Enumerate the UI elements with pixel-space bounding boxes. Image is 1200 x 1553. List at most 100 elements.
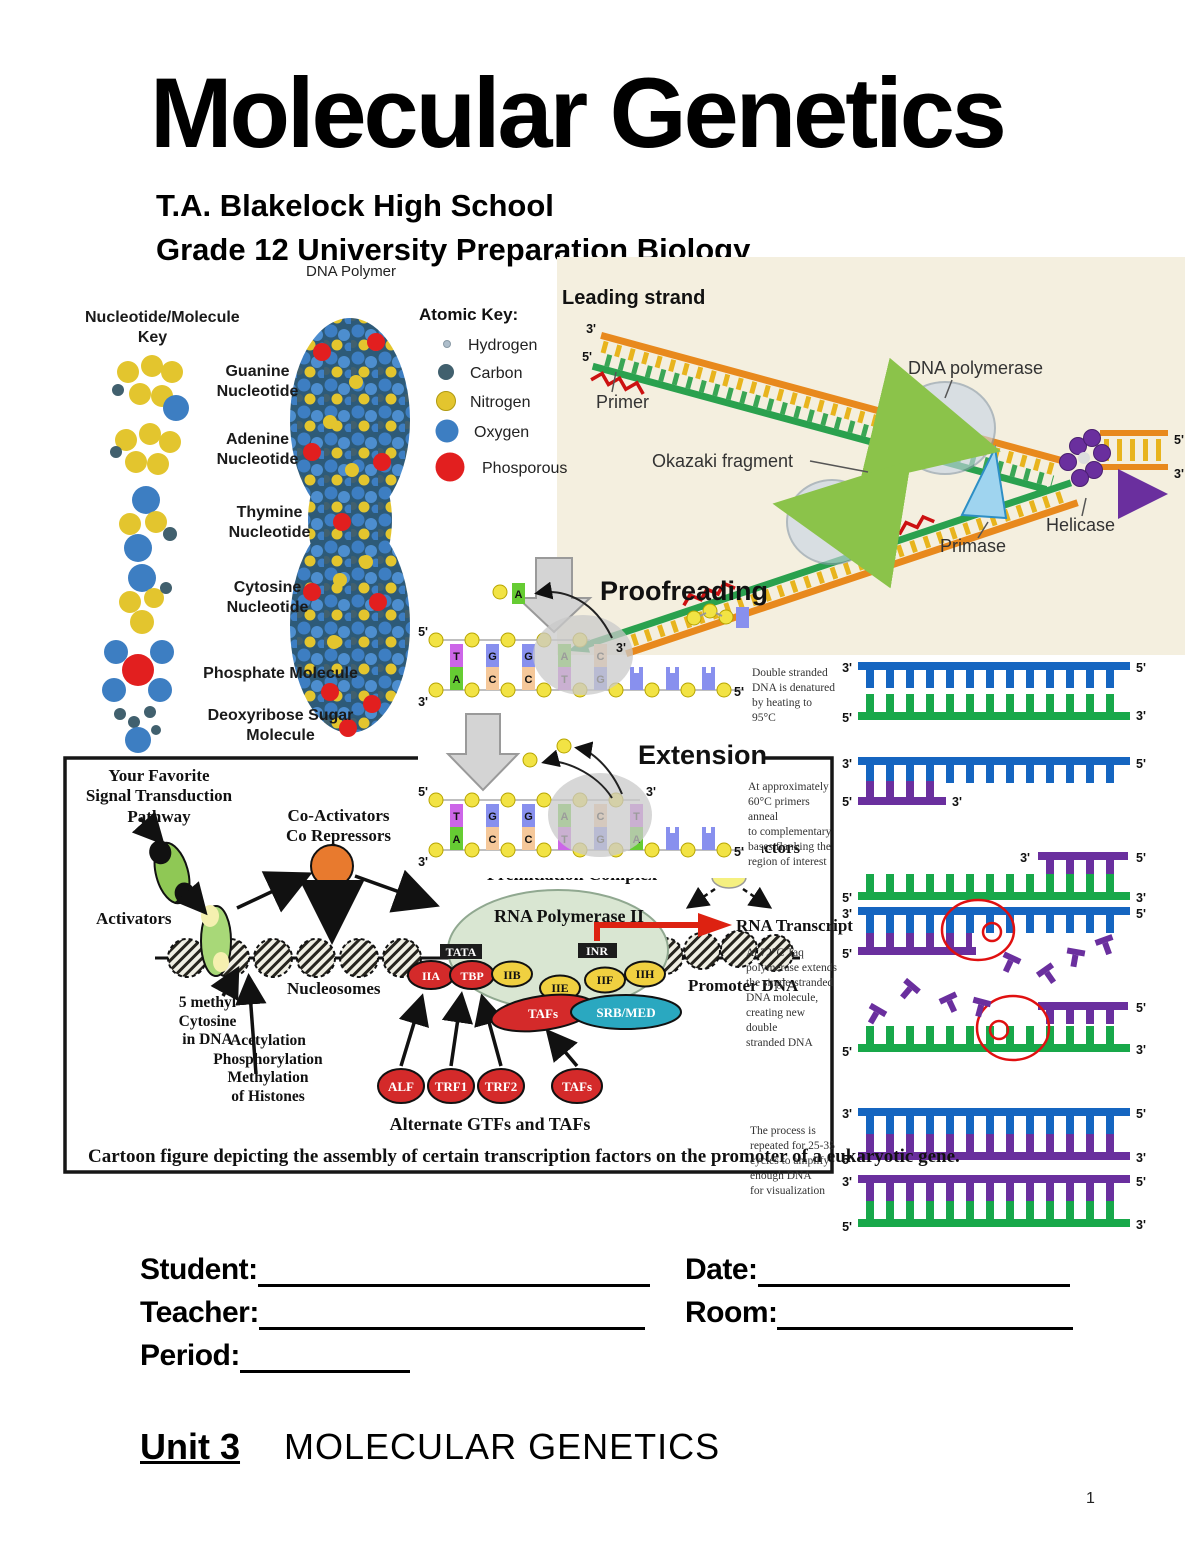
leading-strand-label: Leading strand bbox=[562, 287, 705, 309]
histone-mods-label: Acetylation Phosphorylation Methylation … bbox=[213, 1032, 323, 1105]
figure-caption: Cartoon figure depicting the assembly of… bbox=[88, 1146, 960, 1167]
trf1-label: TRF1 bbox=[435, 1079, 468, 1094]
inr-box bbox=[578, 943, 617, 958]
date-blank-line[interactable] bbox=[757, 1252, 1070, 1287]
thymine-label: Thymine Nucleotide bbox=[228, 504, 311, 541]
guanine-label: Guanine Nucleotide bbox=[216, 363, 299, 400]
pcr-step1-text: Double stranded DNA is denatured by heat… bbox=[752, 667, 836, 724]
parental-duplex bbox=[1100, 430, 1168, 470]
svg-text:A: A bbox=[453, 834, 461, 846]
iie-label: IIE bbox=[551, 981, 568, 995]
dna-polymer-label: DNA Polymer bbox=[306, 263, 396, 280]
hydrogen-icon bbox=[443, 340, 451, 348]
inr-label: INR bbox=[586, 944, 608, 958]
helicase-protein bbox=[1059, 429, 1111, 487]
svg-text:5': 5' bbox=[842, 947, 852, 961]
deoxyribose-label: Deoxyribose Sugar Molecule bbox=[207, 707, 354, 744]
helicase-label: Helicase bbox=[1046, 515, 1115, 535]
svg-text:3': 3' bbox=[842, 757, 852, 771]
trf2-circle bbox=[477, 1068, 525, 1104]
dna-polymer-model: DNA Polymer bbox=[290, 263, 410, 737]
svg-text:G: G bbox=[488, 811, 497, 823]
guanine-icon bbox=[112, 355, 189, 421]
pcr-step3-text: At 72°C Taq polymerase extends the singl… bbox=[746, 947, 838, 1049]
tata-label: TATA bbox=[446, 945, 477, 959]
date-label: Date: bbox=[685, 1253, 758, 1286]
phosphate-label: Phosphate Molecule bbox=[203, 665, 358, 682]
extension-title: Extension bbox=[638, 740, 767, 770]
svg-text:3': 3' bbox=[842, 661, 852, 675]
primer-label: Primer bbox=[596, 392, 649, 412]
pr-5prime-tl: 5' bbox=[418, 625, 428, 639]
svg-text:5': 5' bbox=[842, 1220, 852, 1234]
svg-text:A: A bbox=[453, 674, 461, 686]
free-nucleotides bbox=[867, 934, 1114, 1025]
tafs-circle bbox=[551, 1068, 603, 1104]
transcription-figure: Activators Nucleosomes Preinitiation Com… bbox=[63, 756, 853, 1174]
tbp-label: TBP bbox=[460, 969, 483, 983]
svg-text:C: C bbox=[489, 834, 497, 846]
transcription-arrows bbox=[131, 811, 773, 1075]
iia-label: IIA bbox=[422, 969, 440, 983]
teacher-field: Teacher: bbox=[140, 1295, 645, 1330]
polymerase-blob bbox=[533, 615, 633, 695]
methyl-cytosine-label: 5 methyl Cytosine in DNA bbox=[178, 994, 237, 1049]
primase-label: Primase bbox=[940, 536, 1006, 556]
svg-text:5': 5' bbox=[1136, 757, 1146, 771]
factor-iib bbox=[491, 960, 533, 988]
srb-med-label: SRB/MED bbox=[596, 1005, 655, 1020]
svg-text:3': 3' bbox=[842, 1107, 852, 1121]
svg-text:C: C bbox=[489, 674, 497, 686]
leading-5prime: 5' bbox=[582, 350, 592, 364]
svg-text:T: T bbox=[453, 651, 460, 663]
primer-zigzag bbox=[590, 371, 645, 395]
down-arrow-icon bbox=[515, 557, 593, 634]
proofreading-figure: Proofreading TA GC GC AT bbox=[418, 557, 768, 709]
atomic-key: Atomic Key: Hydrogen Carbon Nitrogen Oxy… bbox=[419, 305, 567, 482]
ext-3prime-bl: 3' bbox=[418, 855, 428, 869]
svg-text:3': 3' bbox=[1136, 1043, 1146, 1057]
period-blank-line[interactable] bbox=[239, 1338, 410, 1373]
pcr-step2-text: At approximately 60°C primers anneal to … bbox=[748, 781, 832, 868]
molecule-key-icons bbox=[102, 355, 189, 753]
adenine-icon bbox=[110, 423, 181, 475]
svg-text:5': 5' bbox=[842, 711, 852, 725]
polymerase-blob bbox=[548, 773, 652, 857]
svg-text:3': 3' bbox=[1136, 891, 1146, 905]
teacher-blank-line[interactable] bbox=[258, 1295, 645, 1330]
svg-text:5': 5' bbox=[842, 795, 852, 809]
ext-5prime-br: 5' bbox=[734, 845, 744, 859]
escaped-base-letter: A bbox=[515, 589, 523, 601]
signal-pathway-label: Your Favorite Signal Transduction Pathwa… bbox=[85, 766, 233, 826]
rna-transcript-arrow bbox=[594, 922, 698, 941]
alf-label: ALF bbox=[388, 1079, 414, 1094]
phosphorous-label: Phosporous bbox=[482, 460, 567, 477]
dna-polymerase-lagging bbox=[772, 460, 912, 589]
page-number: 1 bbox=[1086, 1490, 1095, 1507]
room-blank-line[interactable] bbox=[777, 1295, 1074, 1330]
student-blank-line[interactable] bbox=[257, 1252, 650, 1287]
srb-med-blob bbox=[570, 994, 682, 1030]
rna-transcript-arrowhead bbox=[698, 913, 732, 937]
ext-3prime-tr: 3' bbox=[646, 785, 656, 799]
iih-label: IIH bbox=[636, 967, 655, 981]
dna-polymerase-label: DNA polymerase bbox=[908, 358, 1043, 378]
room-field: Room: bbox=[685, 1295, 1074, 1330]
svg-text:5': 5' bbox=[1136, 1107, 1146, 1121]
molecule-key-title: Nucleotide/Molecule Key bbox=[85, 309, 240, 346]
ext-5prime-tl: 5' bbox=[418, 785, 428, 799]
alternate-gtfs-label: Alternate GTFs and TAFs bbox=[390, 1114, 591, 1134]
svg-text:T: T bbox=[453, 811, 460, 823]
unit-number: Unit 3 bbox=[140, 1426, 241, 1467]
date-field: Date: bbox=[685, 1252, 1070, 1287]
oxygen-label: Oxygen bbox=[474, 424, 529, 441]
svg-text:3': 3' bbox=[952, 795, 962, 809]
activators-label: Activators bbox=[96, 909, 172, 928]
phosphorous-icon bbox=[435, 452, 465, 482]
carbon-icon bbox=[438, 364, 454, 380]
cytosine-label: Cytosine Nucleotide bbox=[226, 579, 309, 616]
svg-text:3': 3' bbox=[842, 907, 852, 921]
pr-3prime-tr: 3' bbox=[616, 641, 626, 655]
unit-title: MOLECULAR GENETICS bbox=[284, 1426, 721, 1467]
period-label: Period: bbox=[140, 1339, 240, 1372]
